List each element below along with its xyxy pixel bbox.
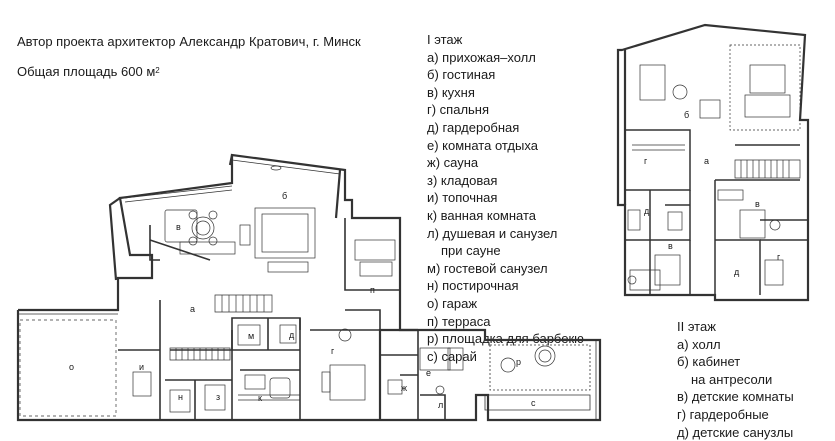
legend-item: п) терраса xyxy=(427,313,491,329)
plan-label-e: е xyxy=(426,368,432,378)
floor2-interior-walls xyxy=(625,129,808,295)
plan-label-k: к xyxy=(258,393,262,403)
plan-label-zh: ж xyxy=(401,383,408,393)
legend-item: а) холл xyxy=(677,336,721,352)
f2-label-v2: в xyxy=(668,241,673,251)
legend-item: г) спальня xyxy=(427,102,490,118)
total-area: Общая площадь 600 м2 xyxy=(17,63,160,81)
legend-item: д) детские санузлы xyxy=(677,424,794,440)
plan-label-d: д xyxy=(289,330,295,340)
floor1-stairs xyxy=(169,294,300,401)
legend-item: е) комната отдыха xyxy=(427,137,538,153)
legend-item: л) душевая и санузел xyxy=(427,225,558,241)
plan-label-v: в xyxy=(176,222,181,232)
legend-item-continued: на антресоли xyxy=(691,371,773,387)
legend-item-continued: при сауне xyxy=(441,243,501,259)
author-name: архитектор Александр Кратович, xyxy=(107,34,310,49)
legend-item: а) прихожая–холл xyxy=(427,49,536,65)
plan-label-z: з xyxy=(216,392,221,402)
floor2-legend: II этаж а) холл б) кабинет на антресоли … xyxy=(677,318,794,441)
legend-item: к) ванная комната xyxy=(427,207,537,223)
f2-label-a: а xyxy=(704,156,710,166)
plan-label-i: и xyxy=(139,362,145,372)
legend-item: в) детские комнаты xyxy=(677,389,794,405)
legend-item: б) кабинет xyxy=(677,354,741,370)
legend-item: г) гардеробные xyxy=(677,406,769,422)
floor2-title: II этаж xyxy=(677,319,716,334)
plan-label-o: о xyxy=(69,362,75,372)
floor2-details xyxy=(627,44,801,291)
plan-label-a: а xyxy=(190,304,196,314)
total-area-label: Общая площадь 600 м xyxy=(17,64,156,79)
floor1-furniture xyxy=(19,165,556,417)
legend-item: с) сарай xyxy=(427,348,477,364)
f2-label-b: б xyxy=(684,110,690,120)
plan-label-b: б xyxy=(282,191,288,201)
legend-item: з) кладовая xyxy=(427,172,498,188)
plan-label-m: м xyxy=(248,331,255,341)
legend-item: ж) сауна xyxy=(427,155,479,171)
legend-item: р) площадка для барбекю xyxy=(427,331,584,347)
legend-item: о) гараж xyxy=(427,295,478,311)
floor1-legend: I этаж а) прихожая–холл б) гостиная в) к… xyxy=(427,31,584,365)
plan-label-p: п xyxy=(370,285,375,295)
f2-label-v1: в xyxy=(755,199,760,209)
plan-label-n: н xyxy=(178,392,183,402)
f2-label-g1: г xyxy=(644,156,648,166)
author-line: Автор проекта архитектор Александр Крато… xyxy=(17,33,361,51)
f2-label-d2: д xyxy=(734,267,740,277)
legend-item: н) постирочная xyxy=(427,278,519,294)
legend-item: д) гардеробная xyxy=(427,119,520,135)
author-prefix: Автор проекта xyxy=(17,34,104,49)
legend-item: б) гостиная xyxy=(427,67,496,83)
area-unit-superscript: 2 xyxy=(155,66,160,75)
legend-item: в) кухня xyxy=(427,84,475,100)
plan-label-s: с xyxy=(531,398,536,408)
plan-label-g: г xyxy=(331,346,335,356)
floor2-walls xyxy=(616,23,810,302)
plan-label-r: р xyxy=(516,357,522,367)
f2-label-d1: д xyxy=(644,206,650,216)
floor1-windows xyxy=(18,159,601,420)
legend-item: м) гостевой санузел xyxy=(427,260,548,276)
floor1-interior-walls xyxy=(118,218,446,420)
f2-label-g2: г xyxy=(777,252,781,262)
plan-label-l: л xyxy=(438,400,444,410)
legend-item: и) топочная xyxy=(427,190,498,206)
floor1-title: I этаж xyxy=(427,32,463,47)
author-city: г. Минск xyxy=(312,34,361,49)
